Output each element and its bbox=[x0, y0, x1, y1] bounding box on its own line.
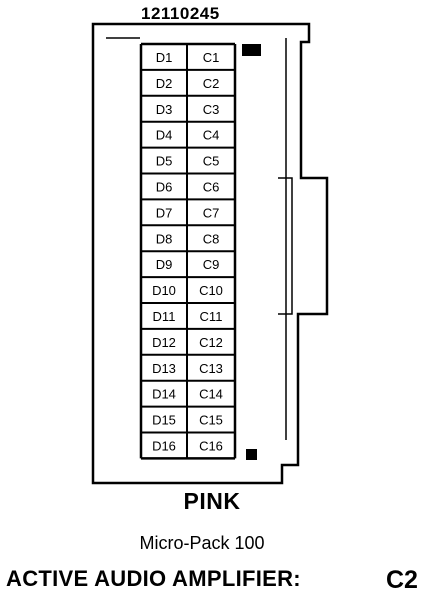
pin-label-c: C7 bbox=[203, 205, 220, 220]
pin-label-d: D5 bbox=[156, 154, 173, 169]
pin-label-c: C13 bbox=[199, 361, 223, 376]
connector-color: PINK bbox=[183, 488, 241, 514]
pin-label-c: C2 bbox=[203, 76, 220, 91]
pin-label-c: C5 bbox=[203, 154, 220, 169]
pin-label-d: D7 bbox=[156, 205, 173, 220]
pin-label-c: C11 bbox=[200, 309, 223, 324]
pin-label-d: D10 bbox=[152, 283, 176, 298]
pin1-marker bbox=[242, 44, 261, 56]
pin-label-c: C10 bbox=[199, 283, 223, 298]
pin-label-c: C12 bbox=[199, 335, 223, 350]
pin-label-c: C8 bbox=[203, 231, 220, 246]
last-pin-marker bbox=[246, 449, 257, 460]
pin-label-c: C6 bbox=[203, 179, 220, 194]
pin-label-d: D12 bbox=[152, 335, 176, 350]
pin-label-d: D14 bbox=[152, 387, 176, 402]
pin-label-c: C9 bbox=[203, 257, 220, 272]
pin-label-c: C3 bbox=[203, 102, 220, 117]
pin-label-c: C16 bbox=[199, 438, 223, 453]
pin-label-d: D6 bbox=[156, 179, 173, 194]
pin-label-d: D3 bbox=[156, 102, 173, 117]
pin-label-d: D11 bbox=[153, 309, 176, 324]
connector-id: C2 bbox=[386, 566, 418, 594]
inner-step bbox=[278, 177, 293, 315]
latch-outline bbox=[106, 37, 287, 440]
connector-type: Micro-Pack 100 bbox=[139, 533, 265, 553]
pin-label-c: C1 bbox=[203, 50, 220, 65]
pin-label-d: D13 bbox=[152, 361, 176, 376]
pin-label-d: D16 bbox=[152, 438, 176, 453]
component-title: ACTIVE AUDIO AMPLIFIER: bbox=[6, 566, 301, 591]
pin-label-d: D2 bbox=[156, 76, 173, 91]
part-number: 12110245 bbox=[141, 4, 220, 23]
pin-label-d: D15 bbox=[152, 413, 176, 428]
pin-label-d: D8 bbox=[156, 231, 173, 246]
pin-label-c: C14 bbox=[199, 387, 223, 402]
pin-label-c: C4 bbox=[203, 128, 220, 143]
pin-label-d: D1 bbox=[156, 50, 173, 65]
pin-label-d: D9 bbox=[156, 257, 173, 272]
connector-outline bbox=[91, 22, 329, 485]
pin-label-c: C15 bbox=[199, 413, 223, 428]
pin-label-d: D4 bbox=[156, 128, 173, 143]
